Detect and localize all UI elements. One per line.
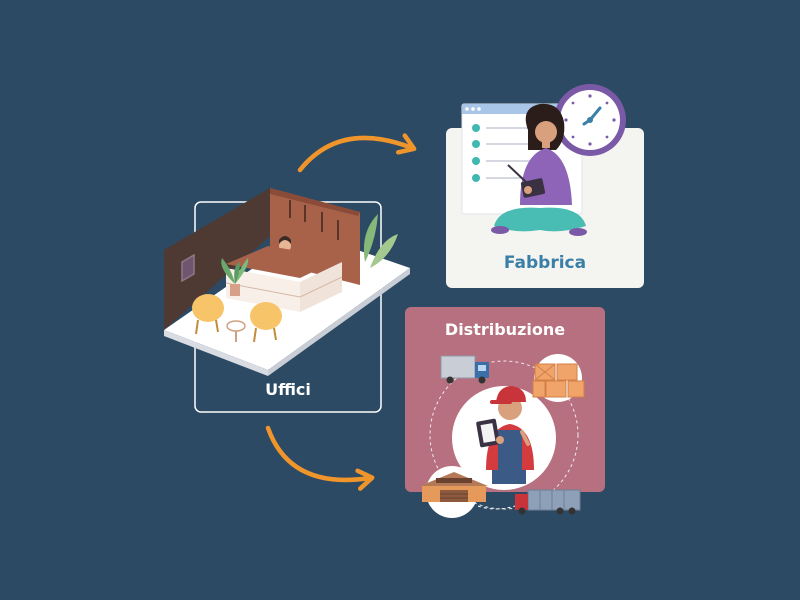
- warehouse-icon: [420, 472, 488, 502]
- worker-with-clipboard: [476, 386, 534, 484]
- woman-with-notebook-illustration: [491, 103, 587, 236]
- arrow-to-distribution: [265, 425, 375, 491]
- semi-truck-icon: [515, 489, 581, 515]
- offices-label: Uffici: [265, 380, 311, 399]
- distribution-node: [405, 307, 605, 518]
- offices-node: [164, 188, 410, 413]
- arrow-to-factory: [297, 133, 417, 173]
- factory-node: [446, 84, 644, 288]
- clock-icon: [554, 84, 626, 156]
- delivery-truck-icon: [440, 355, 489, 384]
- delivery-cycle-ring: [429, 360, 579, 510]
- reception-desk-illustration: [164, 188, 410, 376]
- distribution-label: Distribuzione: [444, 320, 566, 339]
- factory-label: Fabbrica: [503, 253, 587, 273]
- boxes-icon: [532, 363, 585, 398]
- delivery-route: [477, 505, 516, 510]
